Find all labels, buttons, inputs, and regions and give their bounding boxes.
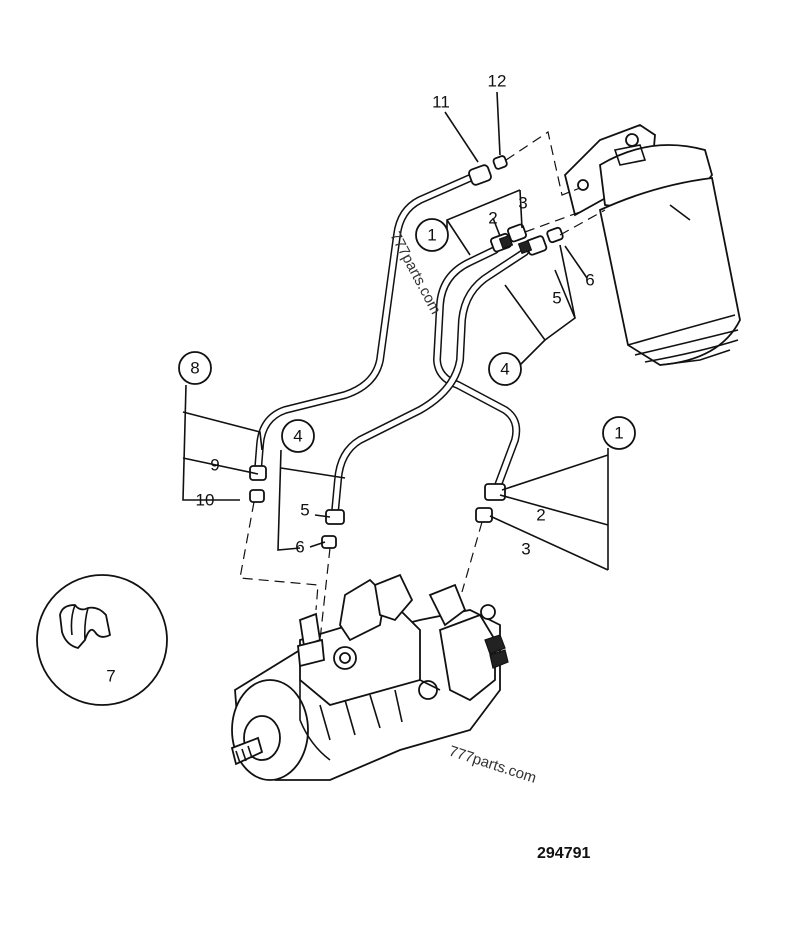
callout-11: 11 — [432, 93, 450, 112]
callout-2-top: 2 — [488, 209, 497, 228]
assembly-lines — [239, 131, 606, 641]
callout-1-right: 1 — [614, 424, 623, 443]
fittings — [249, 155, 564, 549]
clip-inset — [36, 574, 168, 706]
callout-5-top: 5 — [552, 289, 561, 308]
callout-3-top: 3 — [518, 194, 527, 213]
injection-pump — [230, 573, 509, 781]
callout-8: 8 — [190, 359, 199, 378]
callout-labels: 11 12 1 2 3 5 6 4 8 9 10 4 5 6 1 2 3 7 — [106, 72, 623, 686]
fuel-pipes — [254, 174, 529, 516]
callout-5-mid: 5 — [300, 501, 309, 520]
callout-6-top: 6 — [585, 271, 594, 290]
callout-4-top: 4 — [500, 360, 509, 379]
callout-6-mid: 6 — [295, 538, 304, 557]
callout-1-top: 1 — [427, 226, 436, 245]
callout-12: 12 — [488, 72, 507, 91]
callout-4-mid: 4 — [293, 427, 302, 446]
callout-circles — [178, 218, 636, 453]
callout-2-right: 2 — [536, 506, 545, 525]
callout-9: 9 — [210, 456, 219, 475]
callout-7: 7 — [106, 667, 115, 686]
leader-lines — [87, 91, 609, 671]
callout-10: 10 — [196, 491, 215, 510]
fuel-filter-assembly — [564, 123, 741, 366]
callout-3-right: 3 — [521, 540, 530, 559]
watermark-bottom: 777parts.com — [447, 743, 539, 787]
reference-number: 294791 — [537, 845, 590, 862]
